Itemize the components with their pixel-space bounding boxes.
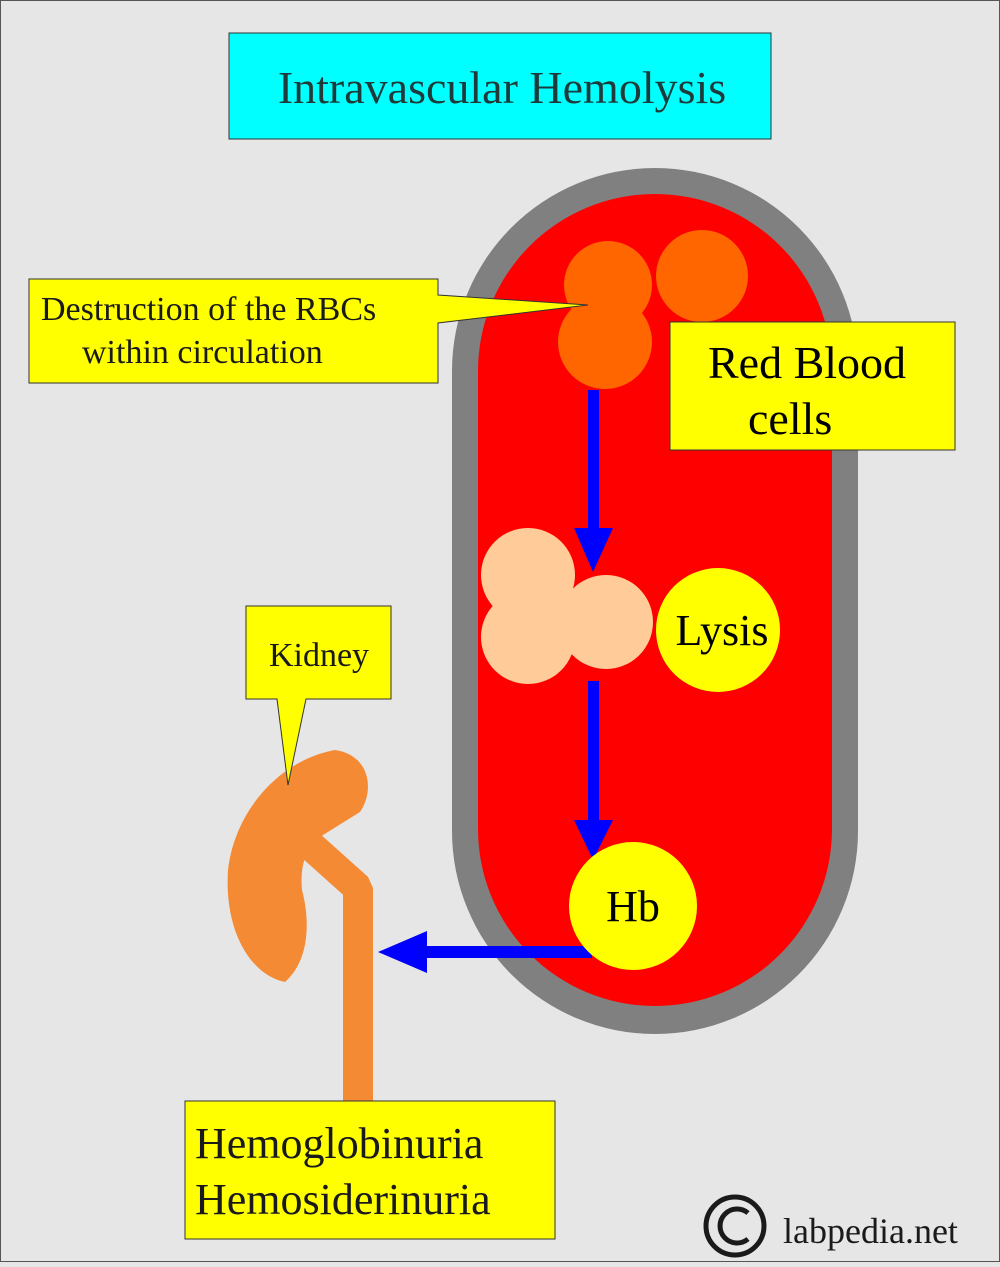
lysis-node xyxy=(656,568,780,692)
outcome-line-1: Hemoglobinuria xyxy=(195,1119,483,1168)
copyright-c-glyph xyxy=(717,1206,750,1246)
page-title: Intravascular Hemolysis xyxy=(278,62,726,113)
destruction-callout-line-1: Destruction of the RBCs xyxy=(41,291,376,328)
copyright-icon xyxy=(703,1194,767,1258)
kidney-callout-label: Kidney xyxy=(269,637,369,674)
outcome-box xyxy=(184,1100,556,1240)
ureter xyxy=(299,833,373,1105)
rbc-cell xyxy=(558,295,652,389)
copyright-text: labpedia.net xyxy=(783,1211,958,1251)
hb-node xyxy=(569,842,697,970)
arrow-hb-to-kidney xyxy=(378,931,592,973)
rbc-label-line-2: cells xyxy=(748,393,832,444)
destruction-callout-box xyxy=(28,278,589,384)
lysed-rbc-cluster xyxy=(481,528,653,684)
rbc-cell xyxy=(656,230,748,322)
lysis-label: Lysis xyxy=(676,606,769,655)
rbc-label-box xyxy=(669,321,956,451)
hb-label: Hb xyxy=(606,882,660,931)
intact-rbc-cluster xyxy=(558,230,748,389)
arrow-lysis-to-hb xyxy=(574,681,613,860)
lysed-rbc-cell xyxy=(559,575,653,669)
kidney-callout-box xyxy=(245,605,392,786)
arrow-rbc-to-lysis xyxy=(574,390,613,572)
title-box xyxy=(228,32,772,140)
rbc-label-line-1: Red Blood xyxy=(708,337,906,388)
kidney-shape xyxy=(227,750,368,982)
outcome-line-2: Hemosiderinuria xyxy=(195,1175,491,1224)
destruction-callout-line-2: within circulation xyxy=(82,334,323,371)
lysed-rbc-cell xyxy=(481,590,575,684)
